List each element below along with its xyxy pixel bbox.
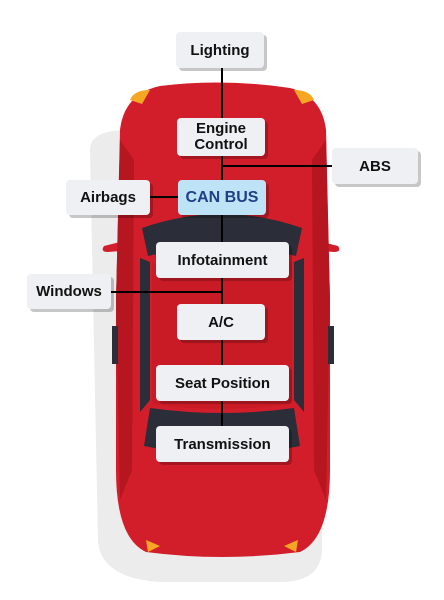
left-side-window: [140, 258, 150, 412]
lighting-label: Lighting: [190, 41, 250, 59]
can-bus-hub: CAN BUS: [178, 180, 266, 215]
car-body-shade-left: [116, 140, 134, 500]
lighting-node: Lighting: [176, 32, 264, 68]
abs-label: ABS: [359, 157, 391, 175]
connector-lines: [110, 68, 332, 426]
right-headlight: [294, 90, 314, 104]
engine-control-label-line2: Control: [194, 136, 248, 153]
car-body-shade-right: [312, 140, 330, 500]
right-front-wheel: [328, 326, 334, 348]
windows-node: Windows: [27, 274, 111, 309]
transmission-label: Transmission: [174, 435, 271, 453]
ac-label: A/C: [208, 313, 234, 331]
infotainment-label: Infotainment: [177, 251, 268, 269]
left-taillight: [146, 540, 160, 552]
infotainment-node: Infotainment: [156, 242, 289, 278]
left-headlight: [130, 90, 150, 104]
airbags-label: Airbags: [80, 189, 136, 206]
right-taillight: [284, 540, 298, 552]
engine-control-node: Engine Control: [177, 118, 265, 156]
right-rear-wheel: [328, 348, 334, 364]
right-side-window: [294, 258, 304, 412]
engine-control-label-line1: Engine: [195, 120, 246, 137]
windows-label: Windows: [36, 283, 102, 300]
seat-position-label: Seat Position: [174, 374, 271, 392]
ac-node: A/C: [177, 304, 265, 340]
can-bus-label: CAN BUS: [185, 189, 259, 206]
left-front-wheel: [112, 326, 118, 348]
transmission-node: Transmission: [156, 426, 289, 462]
seat-position-node: Seat Position: [156, 365, 289, 401]
left-rear-wheel: [112, 348, 118, 364]
airbags-node: Airbags: [66, 180, 150, 215]
abs-node: ABS: [332, 148, 418, 184]
